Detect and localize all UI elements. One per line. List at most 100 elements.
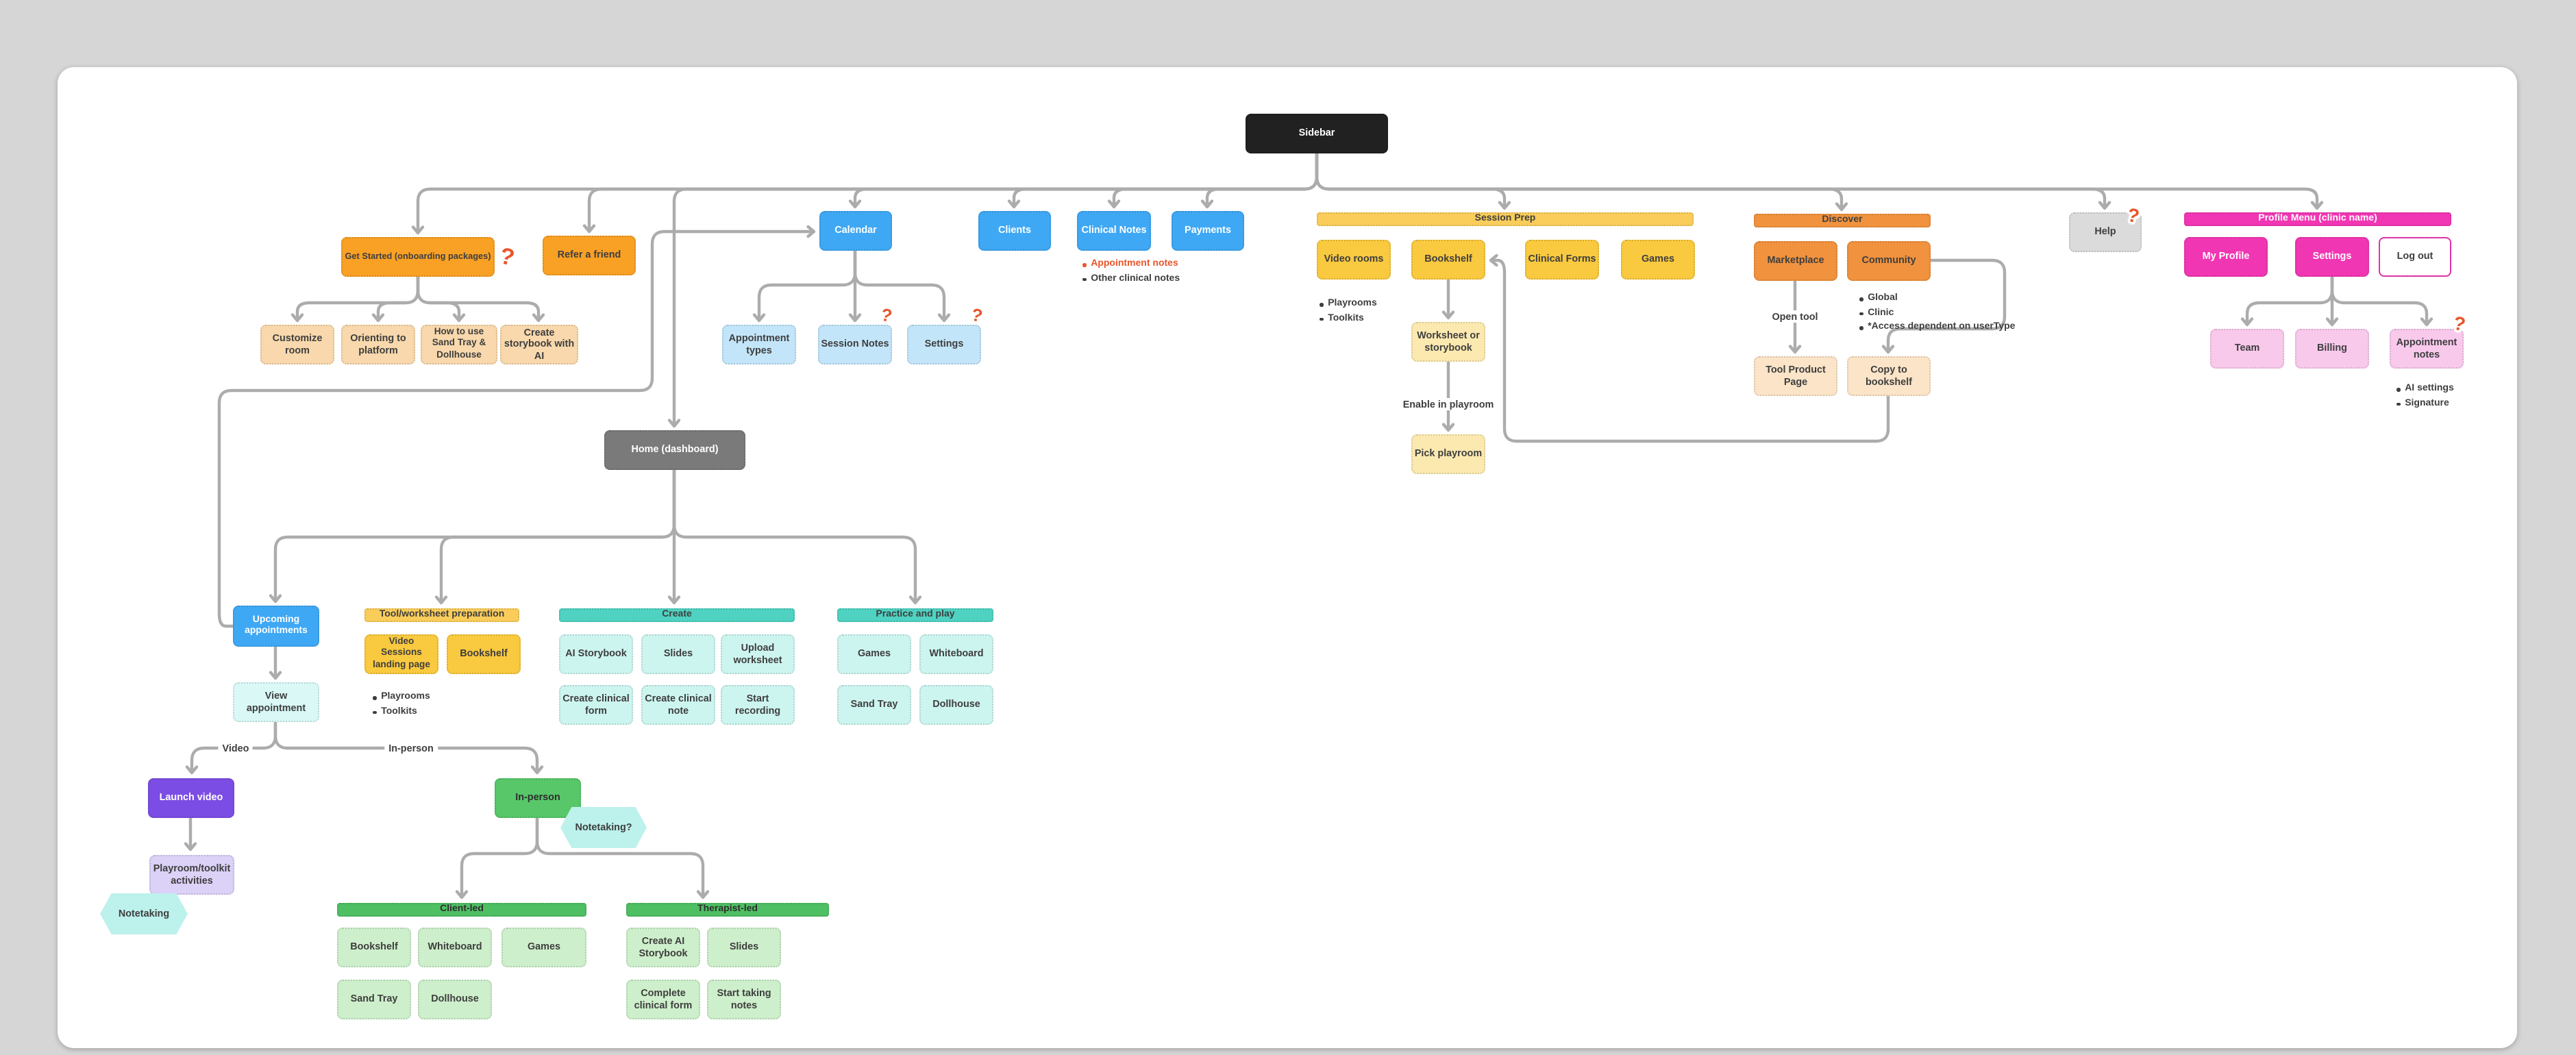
- node-create-header[interactable]: Create: [559, 608, 795, 622]
- node-start-recording[interactable]: Start recording: [721, 685, 795, 725]
- connector-settings-to-team[interactable]: [2240, 275, 2334, 327]
- connector-upcoming-to-view[interactable]: [269, 645, 282, 680]
- label-video-branch-label[interactable]: Video: [218, 742, 253, 754]
- node-games-session[interactable]: Games: [1621, 240, 1695, 280]
- node-notetaking-q[interactable]: Notetaking?: [560, 807, 647, 848]
- connector-sidebar-to-payments[interactable]: [1200, 151, 1319, 209]
- node-session-notes[interactable]: Session Notes: [818, 325, 892, 364]
- node-refer-a-friend[interactable]: Refer a friend: [543, 236, 636, 275]
- connector-home-to-tool-worksheet[interactable]: [434, 468, 676, 605]
- node-settings-calendar[interactable]: Settings: [907, 325, 981, 364]
- connector-calendar-to-settings[interactable]: [853, 249, 951, 323]
- node-orienting-to-platform[interactable]: Orienting to platform: [341, 325, 415, 364]
- node-video-sessions-landing[interactable]: Video Sessions landing page: [364, 634, 438, 674]
- node-create-clinical-form[interactable]: Create clinical form: [559, 685, 633, 725]
- connector-bookshelf-to-worksheet[interactable]: [1441, 277, 1455, 320]
- connector-launch-to-playroom[interactable]: [184, 816, 197, 852]
- connector-sidebar-to-home[interactable]: [667, 151, 1319, 428]
- node-clinical-forms[interactable]: Clinical Forms: [1525, 240, 1599, 280]
- node-help[interactable]: Help: [2069, 212, 2142, 252]
- node-launch-video[interactable]: Launch video: [148, 778, 234, 818]
- node-clients[interactable]: Clients: [978, 211, 1051, 251]
- node-dollhouse-client[interactable]: Dollhouse: [418, 980, 492, 1019]
- node-therapist-led-header[interactable]: Therapist-led: [626, 903, 829, 917]
- node-playroom-toolkit[interactable]: Playroom/toolkit activities: [149, 855, 234, 895]
- connector-settings-to-appointment-notes[interactable]: [2330, 275, 2433, 327]
- node-log-out[interactable]: Log out: [2379, 237, 2451, 277]
- node-bookshelf-client[interactable]: Bookshelf: [337, 928, 411, 967]
- node-clinical-notes[interactable]: Clinical Notes: [1077, 211, 1151, 251]
- label-enable-in-playroom-label[interactable]: Enable in playroom: [1398, 398, 1498, 410]
- node-sand-tray-practice[interactable]: Sand Tray: [837, 685, 911, 725]
- node-games-practice[interactable]: Games: [837, 634, 911, 674]
- node-appointment-notes-profile[interactable]: Appointment notes: [2390, 329, 2464, 369]
- node-pick-playroom[interactable]: Pick playroom: [1411, 434, 1485, 474]
- node-sidebar[interactable]: Sidebar: [1246, 114, 1388, 153]
- label-in-person-branch-label[interactable]: In-person: [384, 742, 438, 754]
- connector-upcoming-to-calendar[interactable]: [217, 225, 816, 628]
- node-payments[interactable]: Payments: [1172, 211, 1244, 251]
- connector-sidebar-to-clients[interactable]: [1007, 151, 1319, 209]
- connector-community-to-copy[interactable]: [1881, 258, 2007, 354]
- node-profile-menu-header[interactable]: Profile Menu (clinic name): [2184, 212, 2451, 226]
- connector-get-started-to-orienting[interactable]: [371, 275, 420, 323]
- connector-in-person-to-therapist-led[interactable]: [535, 816, 710, 899]
- node-team[interactable]: Team: [2210, 329, 2284, 369]
- node-client-led-header[interactable]: Client-led: [337, 903, 586, 917]
- connector-sidebar-to-calendar[interactable]: [848, 151, 1319, 209]
- connector-sidebar-to-clinical-notes[interactable]: [1107, 151, 1319, 209]
- connector-get-started-to-customize[interactable]: [290, 275, 420, 323]
- node-get-started[interactable]: Get Started (onboarding packages): [341, 237, 495, 277]
- node-notetaking[interactable]: Notetaking: [100, 893, 188, 934]
- node-whiteboard-practice[interactable]: Whiteboard: [919, 634, 993, 674]
- connector-home-to-practice[interactable]: [672, 468, 922, 605]
- node-upload-worksheet[interactable]: Upload worksheet: [721, 634, 795, 674]
- node-discover-header[interactable]: Discover: [1754, 214, 1931, 227]
- connector-worksheet-to-pick-playroom[interactable]: [1441, 360, 1455, 432]
- node-whiteboard-client[interactable]: Whiteboard: [418, 928, 492, 967]
- node-tool-product-page[interactable]: Tool Product Page: [1754, 356, 1837, 396]
- node-worksheet-or-storybook[interactable]: Worksheet or storybook: [1411, 322, 1485, 362]
- node-tool-worksheet-header[interactable]: Tool/worksheet preparation: [364, 608, 519, 622]
- node-slides-create[interactable]: Slides: [641, 634, 715, 674]
- node-complete-clinical-form[interactable]: Complete clinical form: [626, 980, 700, 1019]
- connector-get-started-to-storybook[interactable]: [416, 275, 545, 323]
- node-copy-to-bookshelf[interactable]: Copy to bookshelf: [1847, 356, 1931, 396]
- node-video-rooms[interactable]: Video rooms: [1317, 240, 1391, 280]
- node-customize-room[interactable]: Customize room: [260, 325, 334, 364]
- node-start-taking-notes[interactable]: Start taking notes: [707, 980, 781, 1019]
- connector-in-person-to-client-led[interactable]: [455, 816, 539, 899]
- connector-sidebar-to-session-prep[interactable]: [1315, 151, 1511, 210]
- node-appointment-types[interactable]: Appointment types: [722, 325, 796, 364]
- node-ai-storybook[interactable]: AI Storybook: [559, 634, 633, 674]
- node-upcoming-appointments[interactable]: Upcoming appointments: [233, 606, 319, 647]
- node-my-profile[interactable]: My Profile: [2184, 237, 2268, 277]
- connector-sidebar-to-profile[interactable]: [1315, 151, 2324, 210]
- node-games-client[interactable]: Games: [501, 928, 586, 967]
- node-slides-therapist[interactable]: Slides: [707, 928, 781, 967]
- node-session-prep-header[interactable]: Session Prep: [1317, 212, 1694, 226]
- node-in-person[interactable]: In-person: [495, 778, 581, 818]
- node-create-storybook-ai[interactable]: Create storybook with AI: [500, 325, 578, 364]
- node-billing[interactable]: Billing: [2295, 329, 2369, 369]
- label-open-tool-label[interactable]: Open tool: [1768, 310, 1822, 323]
- node-settings-profile[interactable]: Settings: [2295, 237, 2369, 277]
- node-create-clinical-note[interactable]: Create clinical note: [641, 685, 715, 725]
- node-create-ai-storybook[interactable]: Create AI Storybook: [626, 928, 700, 967]
- node-bookshelf-tool[interactable]: Bookshelf: [447, 634, 521, 674]
- connector-calendar-to-appointment-types[interactable]: [752, 249, 857, 323]
- connector-get-started-to-how-to[interactable]: [416, 275, 466, 323]
- connector-sidebar-to-discover[interactable]: [1315, 151, 1848, 212]
- node-marketplace[interactable]: Marketplace: [1754, 241, 1837, 281]
- connector-sidebar-to-help[interactable]: [1315, 151, 2111, 210]
- node-home-dashboard[interactable]: Home (dashboard): [604, 430, 745, 470]
- node-practice-play-header[interactable]: Practice and play: [837, 608, 993, 622]
- node-dollhouse-practice[interactable]: Dollhouse: [919, 685, 993, 725]
- node-view-appointment[interactable]: View appointment: [233, 682, 319, 722]
- node-community[interactable]: Community: [1847, 241, 1931, 281]
